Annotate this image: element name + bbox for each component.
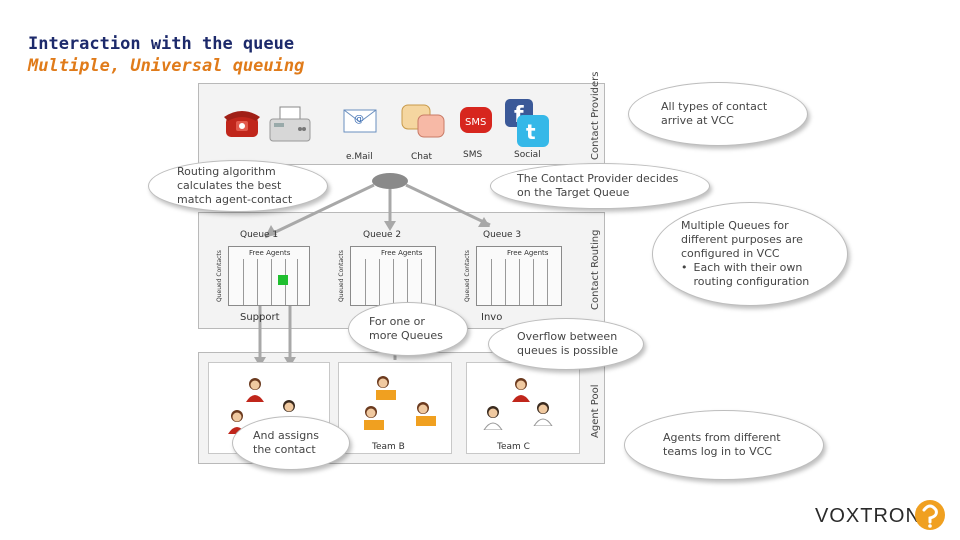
callout-all-types-text: All types of contact arrive at VCC <box>661 100 768 127</box>
agent-icon <box>416 402 436 426</box>
voxtron-logo-text: VOXTRON <box>815 505 921 527</box>
agent-icon <box>376 376 396 400</box>
queue-1-label: Support <box>240 312 280 323</box>
queue-3-grid: Free Agents <box>476 246 562 306</box>
email-icon: @ <box>343 109 377 133</box>
queue-2-grid: Free Agents <box>350 246 436 306</box>
callout-multiple-queues-bullet: • Each with their own routing configurat… <box>681 261 823 289</box>
callout-multiple-queues-bullet-text: Each with their own routing configuratio… <box>693 261 810 288</box>
agent-icon <box>483 406 503 430</box>
slide-title: Interaction with the queue <box>28 34 295 54</box>
team-b-label: Team B <box>372 442 405 452</box>
sms-icon: SMS <box>460 107 492 133</box>
callout-assigns: And assigns the contact <box>232 416 350 470</box>
agent-icon <box>246 378 264 402</box>
team-b-box <box>338 362 452 454</box>
svg-text:SMS: SMS <box>465 117 486 128</box>
slide-subtitle: Multiple, Universal queuing <box>28 56 305 76</box>
queue-3-label: Invo <box>481 312 503 323</box>
social-label: Social <box>514 150 541 160</box>
chat-icon <box>401 104 445 138</box>
callout-routing-algorithm-text: Routing algorithm calculates the best ma… <box>177 165 293 206</box>
callout-overflow: Overflow between queues is possible <box>488 318 644 370</box>
callout-multiple-queues-text: Multiple Queues for different purposes a… <box>681 219 803 260</box>
queue-1-highlight <box>278 275 288 285</box>
callout-assigns-text: And assigns the contact <box>253 429 319 456</box>
queue-2-title: Queue 2 <box>363 230 402 240</box>
queue-3-queued-contacts: Queued Contacts <box>464 250 471 302</box>
svg-text:f: f <box>514 103 524 128</box>
telephone-icon <box>224 111 260 137</box>
queue-2-queued-contacts: Queued Contacts <box>338 250 345 302</box>
queue-2-free-agents: Free Agents <box>381 249 423 257</box>
agent-icon <box>512 378 530 402</box>
team-c-label: Team C <box>497 442 530 452</box>
callout-all-types: All types of contact arrive at VCC <box>628 82 808 146</box>
agent-icon <box>533 402 553 426</box>
callout-overflow-text: Overflow between queues is possible <box>517 330 619 357</box>
callout-agents-log-in-text: Agents from different teams log in to VC… <box>663 431 781 458</box>
bullet-icon: • <box>681 261 688 274</box>
fax-icon <box>269 106 311 142</box>
twitter-icon: t <box>517 115 549 147</box>
callout-provider-decides: The Contact Provider decides on the Targ… <box>490 163 710 209</box>
chat-label: Chat <box>411 152 433 162</box>
callout-multiple-queues: Multiple Queues for different purposes a… <box>652 202 848 306</box>
queue-3-title: Queue 3 <box>483 230 522 240</box>
callout-one-or-more: For one or more Queues <box>348 302 468 356</box>
callout-provider-decides-text: The Contact Provider decides on the Targ… <box>517 172 679 199</box>
callout-routing-algorithm: Routing algorithm calculates the best ma… <box>148 160 328 212</box>
agent-icon <box>364 406 384 430</box>
voxtron-logo-icon <box>915 500 945 530</box>
callout-agents-log-in: Agents from different teams log in to VC… <box>624 410 824 480</box>
callout-one-or-more-text: For one or more Queues <box>369 315 443 342</box>
queue-3-free-agents: Free Agents <box>507 249 549 257</box>
svg-text:t: t <box>526 120 536 144</box>
queue-1-title: Queue 1 <box>240 230 279 240</box>
queue-1-free-agents: Free Agents <box>249 249 291 257</box>
queue-1-grid: Free Agents <box>228 246 310 306</box>
svg-text:@: @ <box>354 114 364 125</box>
contact-providers-label: Contact Providers <box>590 71 601 160</box>
email-label: e.Mail <box>346 152 373 162</box>
queue-1-queued-contacts: Queued Contacts <box>216 250 223 302</box>
sms-label: SMS <box>463 150 483 160</box>
